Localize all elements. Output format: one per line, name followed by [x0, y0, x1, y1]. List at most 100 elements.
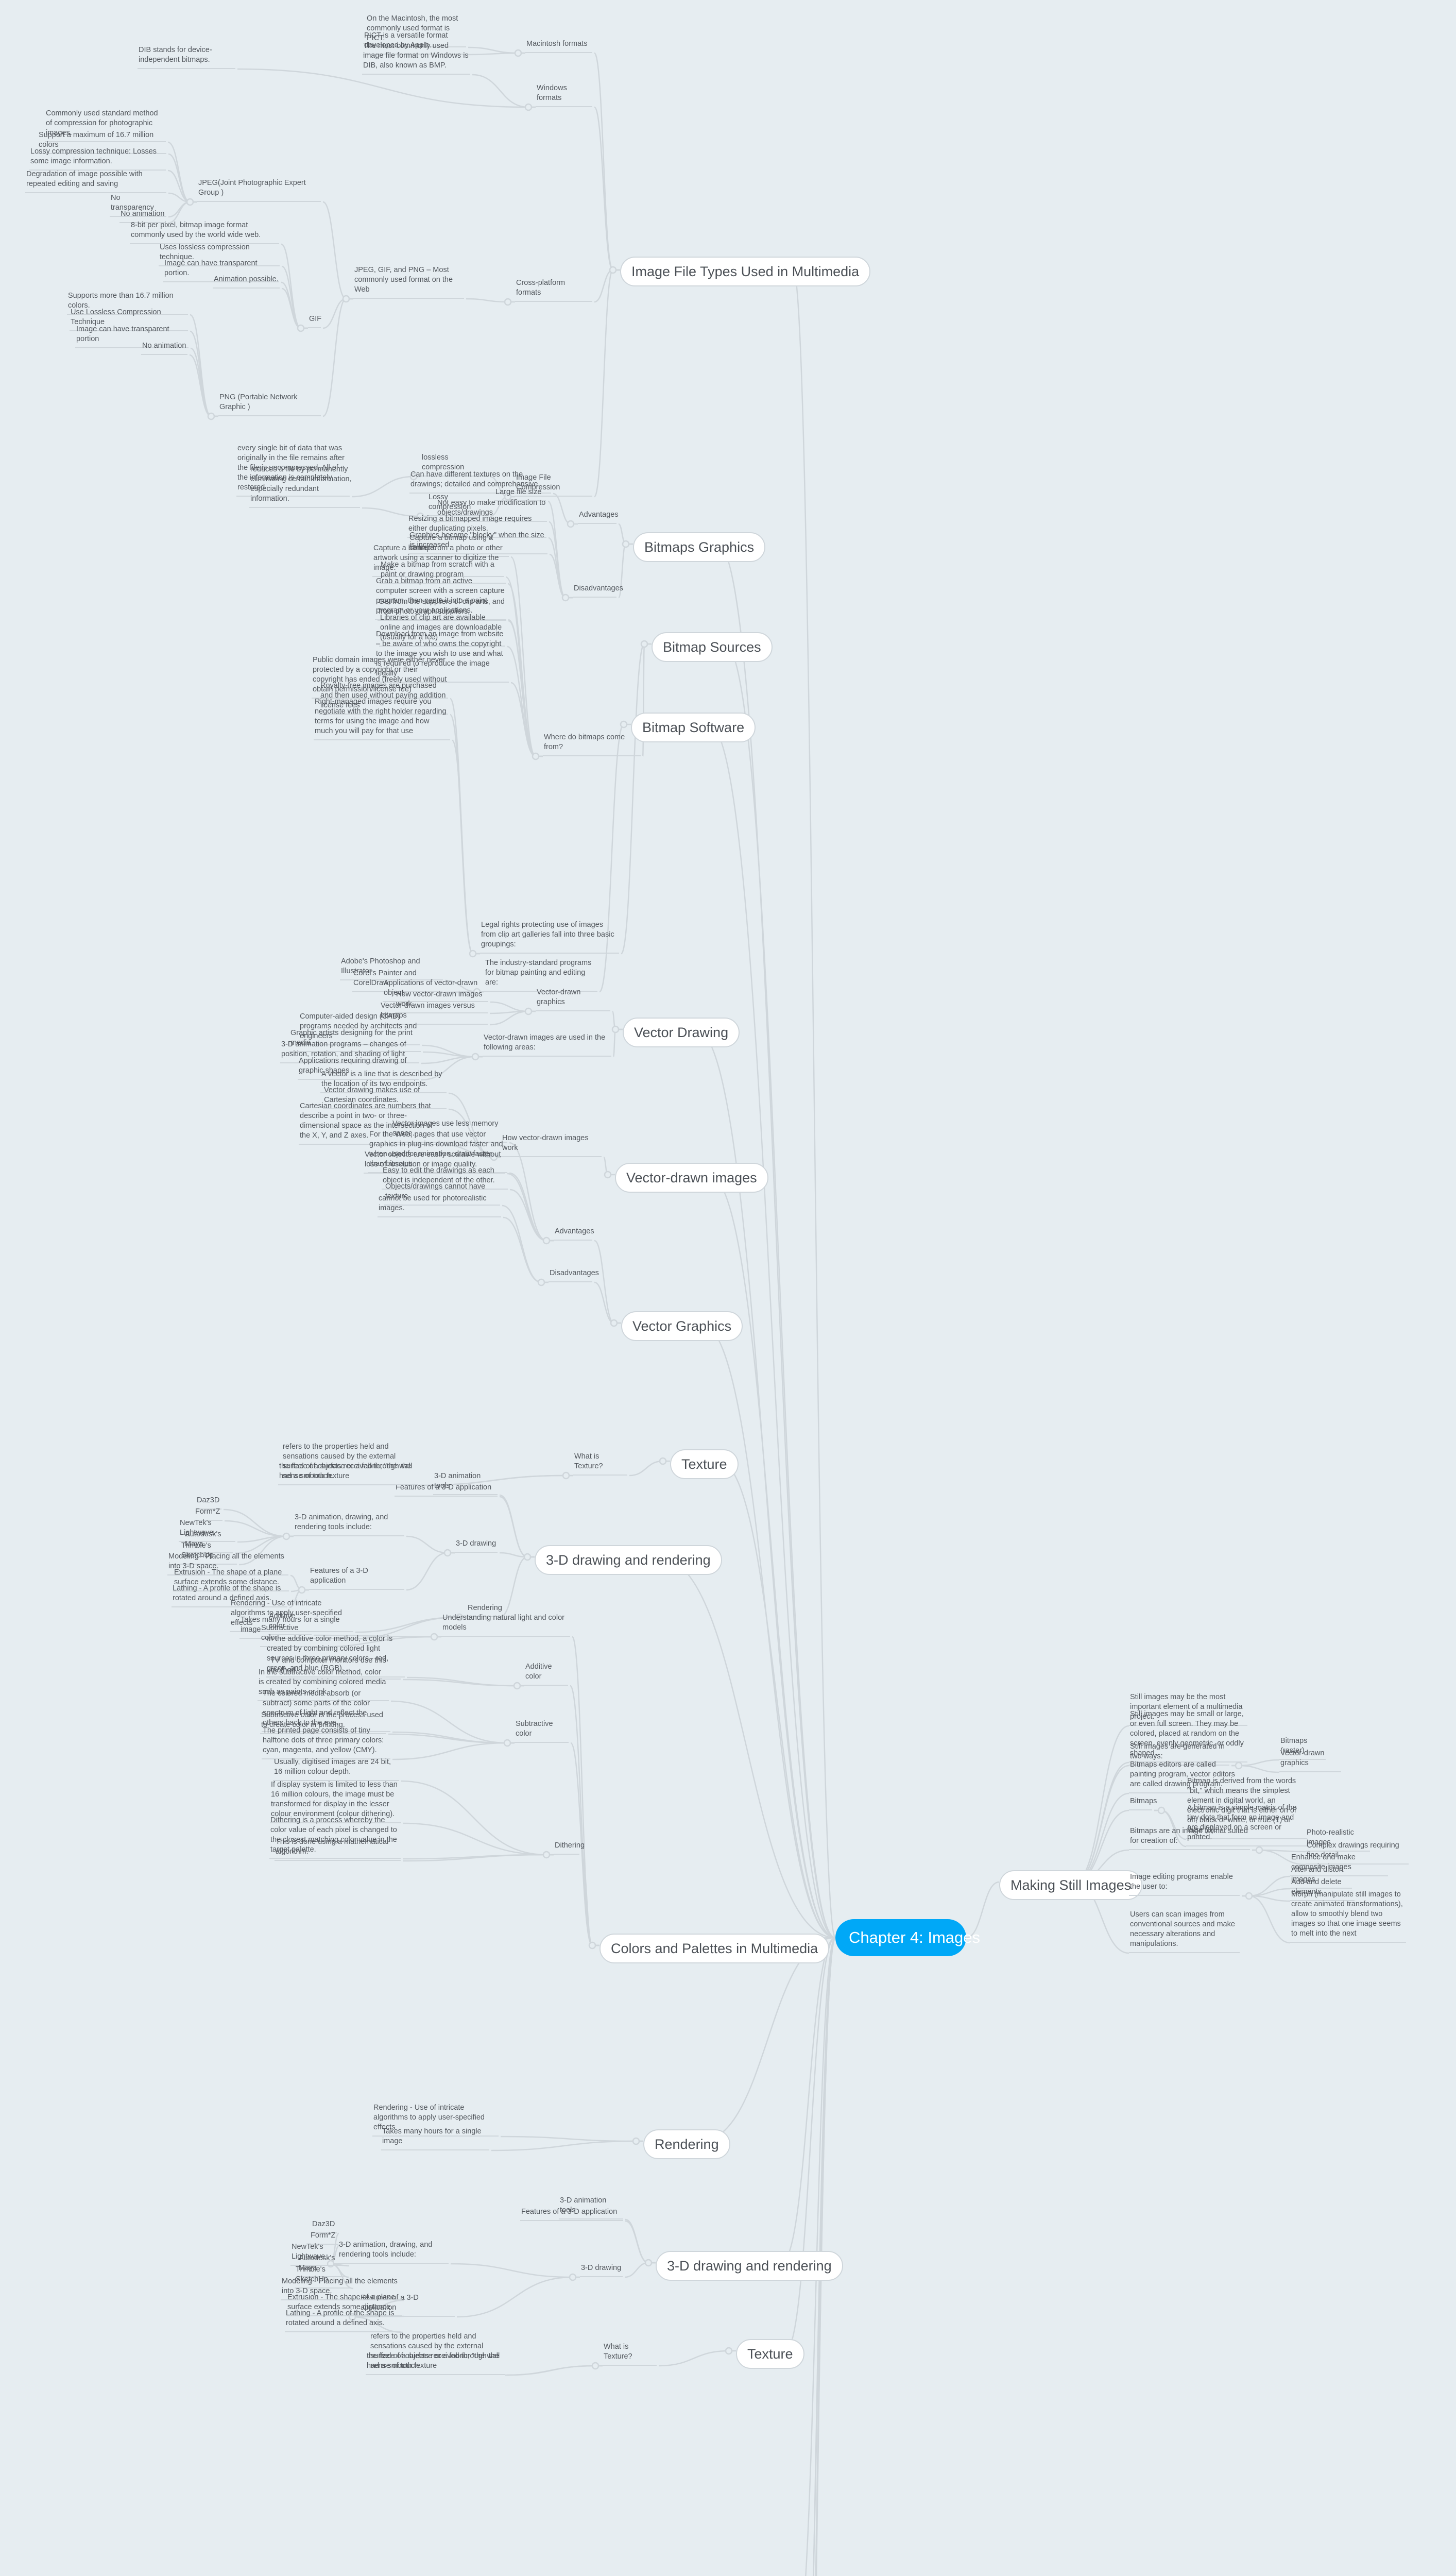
leaf-node-libraries-of-clip-art-are-available-onli[interactable]: Libraries of clip art are available onli… [379, 613, 505, 647]
leaf-node-animation-possible[interactable]: Animation possible. [213, 275, 280, 289]
leaf-node-cannot-be-used-for-photorealistic-images[interactable]: cannot be used for photorealistic images… [378, 1194, 501, 1217]
leaf-node-use-lossless-compression-technique[interactable]: Use Lossless Compression Technique [70, 308, 188, 331]
leaf-node-applications-requiring-drawing-of-graphi[interactable]: Applications requiring drawing of graphi… [298, 1056, 419, 1080]
leaf-node-download-from-an-image-from-website-be-a[interactable]: Download from an image from website – be… [375, 630, 509, 683]
branch-node-how-vector-drawn-images-work[interactable]: How vector-drawn images work [501, 1133, 602, 1157]
leaf-node-on-the-macintosh-the-most-commonly-used-[interactable]: On the Macintosh, the most commonly used… [366, 14, 466, 47]
topic-node-vector-graphics[interactable]: Vector Graphics [621, 1311, 743, 1341]
topic-node-texture[interactable]: Texture [670, 1449, 739, 1479]
leaf-node-vector-drawing-makes-use-of-cartesian-co[interactable]: Vector drawing makes use of Cartesian co… [323, 1086, 447, 1109]
leaf-node-if-display-system-is-limited-to-less-tha[interactable]: If display system is limited to less tha… [270, 1780, 401, 1823]
leaf-node-the-colored-media-absorb-or-subtract-som[interactable]: The colored media absorb (or subtract) s… [262, 1689, 390, 1732]
leaf-node-3-d-animation-programs-changes-of-positi[interactable]: 3-D animation programs – changes of posi… [280, 1040, 419, 1063]
leaf-node-dib-stands-for-device-independent-bitmap[interactable]: DIB stands for device-independent bitmap… [138, 45, 235, 69]
branch-node-rendering[interactable]: Rendering [467, 1603, 502, 1617]
branch-node-png-portable-network-graphic[interactable]: PNG (Portable Network Graphic ) [218, 393, 321, 416]
leaf-node-a-vector-is-a-line-that-is-described-by-[interactable]: A vector is a line that is described by … [320, 1070, 447, 1093]
leaf-node-in-the-additive-color-method-a-color-is-[interactable]: In the additive color method, a color is… [266, 1634, 405, 1677]
topic-node-texture[interactable]: Texture [736, 2339, 804, 2369]
branch-node-3-d-animation-drawing-and-rendering-tool[interactable]: 3-D animation, drawing, and rendering to… [294, 1513, 404, 1536]
leaf-node-subtractive-color-is-the-process-used-to[interactable]: Subtractive color is the process used to… [260, 1710, 386, 1734]
branch-node-3-d-animation-drawing-and-rendering-tool[interactable]: 3-D animation, drawing, and rendering to… [338, 2240, 449, 2264]
leaf-node-lossy-compression-technique-losses-some-[interactable]: Lossy compression technique: Losses some… [29, 147, 166, 171]
leaf-node-graphic-artists-designing-for-the-print-[interactable]: Graphic artists designing for the print … [289, 1028, 421, 1052]
leaf-node-morph-manipulate-still-images-to-create-[interactable]: Morph (manipulate still images to create… [1290, 1890, 1406, 1943]
leaf-node-daz3d[interactable]: Daz3D [196, 1496, 221, 1510]
branch-node-still-images-may-be-the-most-important-e[interactable]: Still images may be the most important e… [1129, 1692, 1247, 1726]
topic-node-image-file-types-used-in-multimedia[interactable]: Image File Types Used in Multimedia [620, 257, 871, 286]
branch-node-gif[interactable]: GIF [308, 314, 321, 328]
leaf-node-not-easy-to-make-modification-to-objects[interactable]: Not easy to make modification to objects… [436, 498, 547, 522]
leaf-node-degradation-of-image-possible-with-repea[interactable]: Degradation of image possible with repea… [25, 170, 166, 193]
branch-node-jpeg-joint-photographic-expert-group[interactable]: JPEG(Joint Photographic Expert Group ) [197, 178, 321, 202]
leaf-node-add-and-delete-elements[interactable]: Add and delete elements [1290, 1877, 1355, 1901]
leaf-node-uses-lossless-compression-technique[interactable]: Uses lossless compression technique. [159, 243, 280, 266]
leaf-node-the-printed-page-consists-of-tiny-halfto[interactable]: The printed page consists of tiny halfto… [262, 1726, 390, 1759]
leaf-node-how-vector-drawn-images-work[interactable]: How vector-drawn images work [395, 990, 488, 1013]
leaf-node-objects-drawings-cannot-have-texture[interactable]: Objects/drawings cannot have texture. [384, 1182, 500, 1206]
root-node-chapter-4-images[interactable]: Chapter 4: Images [835, 1919, 980, 1956]
branch-node-3-d-drawing[interactable]: 3-D drawing [455, 1539, 498, 1553]
leaf-node-make-a-bitmap-from-scratch-with-a-paint-[interactable]: Make a bitmap from scratch with a paint … [380, 560, 506, 584]
leaf-node-large-file-size[interactable]: Large file size [494, 487, 546, 501]
leaf-node-computer-aided-design-cad-programs-neede[interactable]: Computer-aided design (CAD) programs nee… [299, 1012, 420, 1045]
leaf-node-can-have-different-textures-on-the-drawi[interactable]: Can have different textures on the drawi… [409, 470, 551, 494]
leaf-node-applications-of-vector-drawn-object[interactable]: Applications of vector-drawn object [383, 978, 488, 1002]
leaf-node-extrusion-the-shape-of-a-plane-surface-e[interactable]: Extrusion - The shape of a plane surface… [173, 1568, 289, 1591]
topic-node-colors-and-palettes-in-multimedia[interactable]: Colors and Palettes in Multimedia [599, 1934, 830, 1963]
topic-node-vector-drawing[interactable]: Vector Drawing [623, 1018, 740, 1047]
branch-node-bitmaps[interactable]: Bitmaps [1129, 1797, 1157, 1810]
leaf-node-the-feel-of-a-surface-or-a-fabric-the-wa[interactable]: the feel of a surface or a fabric; "the … [366, 2351, 505, 2375]
leaf-node-image-can-have-transparent-portion[interactable]: Image can have transparent portion. [163, 259, 279, 282]
leaf-node-usually-digitised-images-are-24-bit-16-m[interactable]: Usually, digitised images are 24 bit, 16… [273, 1757, 399, 1781]
topic-node-3-d-drawing-and-rendering[interactable]: 3-D drawing and rendering [656, 2251, 843, 2281]
leaf-node-autodesk-s-maya[interactable]: Autodesk's Maya [184, 1530, 233, 1553]
leaf-node-in-the-subtractive-color-method-color-is[interactable]: In the subtractive color method, color i… [258, 1668, 389, 1701]
branch-node-still-images-may-be-small-or-large-or-ev[interactable]: Still images may be small or large, or e… [1129, 1709, 1247, 1762]
leaf-node-bitmaps-raster[interactable]: Bitmaps (raster) [1279, 1736, 1326, 1760]
leaf-node-commonly-used-standard-method-of-compres[interactable]: Commonly used standard method of compres… [45, 109, 166, 142]
leaf-node-rendering-use-of-intricate-algorithms-to[interactable]: Rendering - Use of intricate algorithms … [230, 1599, 353, 1632]
leaf-node-newtek-s-lightwave[interactable]: NewTek's Lightwave [179, 1518, 235, 1542]
branch-node-features-of-a-3-d-application[interactable]: Features of a 3-D application [309, 1566, 404, 1590]
branch-node-understanding-natural-light-and-color-mo[interactable]: Understanding natural light and color mo… [441, 1613, 570, 1637]
branch-node-image-file-compression[interactable]: Image File Compression [515, 473, 592, 497]
topic-node-bitmap-sources[interactable]: Bitmap Sources [652, 632, 773, 662]
leaf-node-right-managed-images-require-you-negotia[interactable]: Right-managed images require you negotia… [314, 697, 450, 740]
leaf-node-subtractive-color[interactable]: Subtractive color [260, 1623, 312, 1647]
leaf-node-a-bitmap-is-a-simple-matrix-of-the-tiny-[interactable]: A bitmap is a simple matrix of the tiny … [1186, 1803, 1307, 1846]
topic-node-vector-drawn-images[interactable]: Vector-drawn images [615, 1163, 768, 1193]
branch-node-advantages[interactable]: Advantages [554, 1227, 594, 1241]
leaf-node-grab-a-bitmap-from-an-active-computer-sc[interactable]: Grab a bitmap from an active computer sc… [375, 577, 506, 620]
branch-node-what-is-texture[interactable]: What is Texture? [603, 2342, 657, 2366]
branch-node-users-can-scan-images-from-conventional-[interactable]: Users can scan images from conventional … [1129, 1910, 1240, 1953]
branch-node-bitmaps-are-an-image-format-suited-for-c[interactable]: Bitmaps are an image format suited for c… [1129, 1826, 1250, 1850]
leaf-node-the-most-commonly-used-image-file-format[interactable]: The most commonly used image file format… [362, 41, 470, 75]
branch-node-additive-color[interactable]: Additive color [524, 1662, 568, 1686]
branch-node-bitmaps-editors-are-called-painting-prog[interactable]: Bitmaps editors are called painting prog… [1129, 1760, 1240, 1793]
branch-node-cross-platform-formats[interactable]: Cross-platform formats [515, 278, 592, 302]
branch-node-disadvantages[interactable]: Disadvantages [573, 584, 623, 598]
leaf-node-the-feel-of-a-surface-or-a-fabric-the-wa[interactable]: the feel of a surface or a fabric; "the … [278, 1462, 417, 1485]
branch-node-advantages[interactable]: Advantages [578, 510, 619, 524]
branch-node-vector-drawn-graphics[interactable]: Vector-drawn graphics [536, 988, 610, 1011]
leaf-node-supports-more-than-16-7-million-colors[interactable]: Supports more than 16.7 million colors. [67, 291, 188, 315]
leaf-node-image-can-have-transparent-portion[interactable]: Image can have transparent portion [75, 325, 189, 348]
topic-node-3-d-drawing-and-rendering[interactable]: 3-D drawing and rendering [535, 1545, 722, 1575]
branch-node-features-of-a-3-d-application[interactable]: Features of a 3-D application [395, 1483, 498, 1497]
branch-node-dithering[interactable]: Dithering [554, 1841, 585, 1855]
leaf-node-resizing-a-bitmapped-image-requires-eith[interactable]: Resizing a bitmapped image requires eith… [407, 514, 546, 538]
leaf-node-this-is-done-using-a-mathematical-algori[interactable]: This is done using a mathematical algori… [275, 1837, 401, 1861]
leaf-node-dithering-is-a-process-whereby-the-color[interactable]: Dithering is a process whereby the color… [269, 1816, 401, 1859]
leaf-node-capture-a-bitmap-using-a-camera[interactable]: Capture a bitmap using a camera. [408, 533, 509, 557]
leaf-node-alter-and-distort-images[interactable]: Alter and distort images [1290, 1865, 1352, 1889]
leaf-node-rendering-use-of-intricate-algorithms-to[interactable]: Rendering - Use of intricate algorithms … [372, 2103, 499, 2137]
leaf-node-autodesk-s-maya[interactable]: Autodesk's Maya [298, 2253, 347, 2277]
leaf-node-vector-drawn-graphics[interactable]: Vector-drawn graphics [1279, 1749, 1341, 1772]
branch-node-legal-rights-protecting-use-of-images-fr[interactable]: Legal rights protecting use of images fr… [480, 920, 619, 954]
leaf-node-extrusion-the-shape-of-a-plane-surface-e[interactable]: Extrusion - The shape of a plane surface… [286, 2293, 402, 2316]
leaf-node-takes-many-hours-for-a-single-image[interactable]: Takes many hours for a single image [381, 2127, 489, 2150]
leaf-node-trimble-s-sketchup[interactable]: Trimble's SketchUp [180, 1541, 237, 1565]
branch-node-where-do-bitmaps-come-from[interactable]: Where do bitmaps come from? [543, 733, 641, 756]
